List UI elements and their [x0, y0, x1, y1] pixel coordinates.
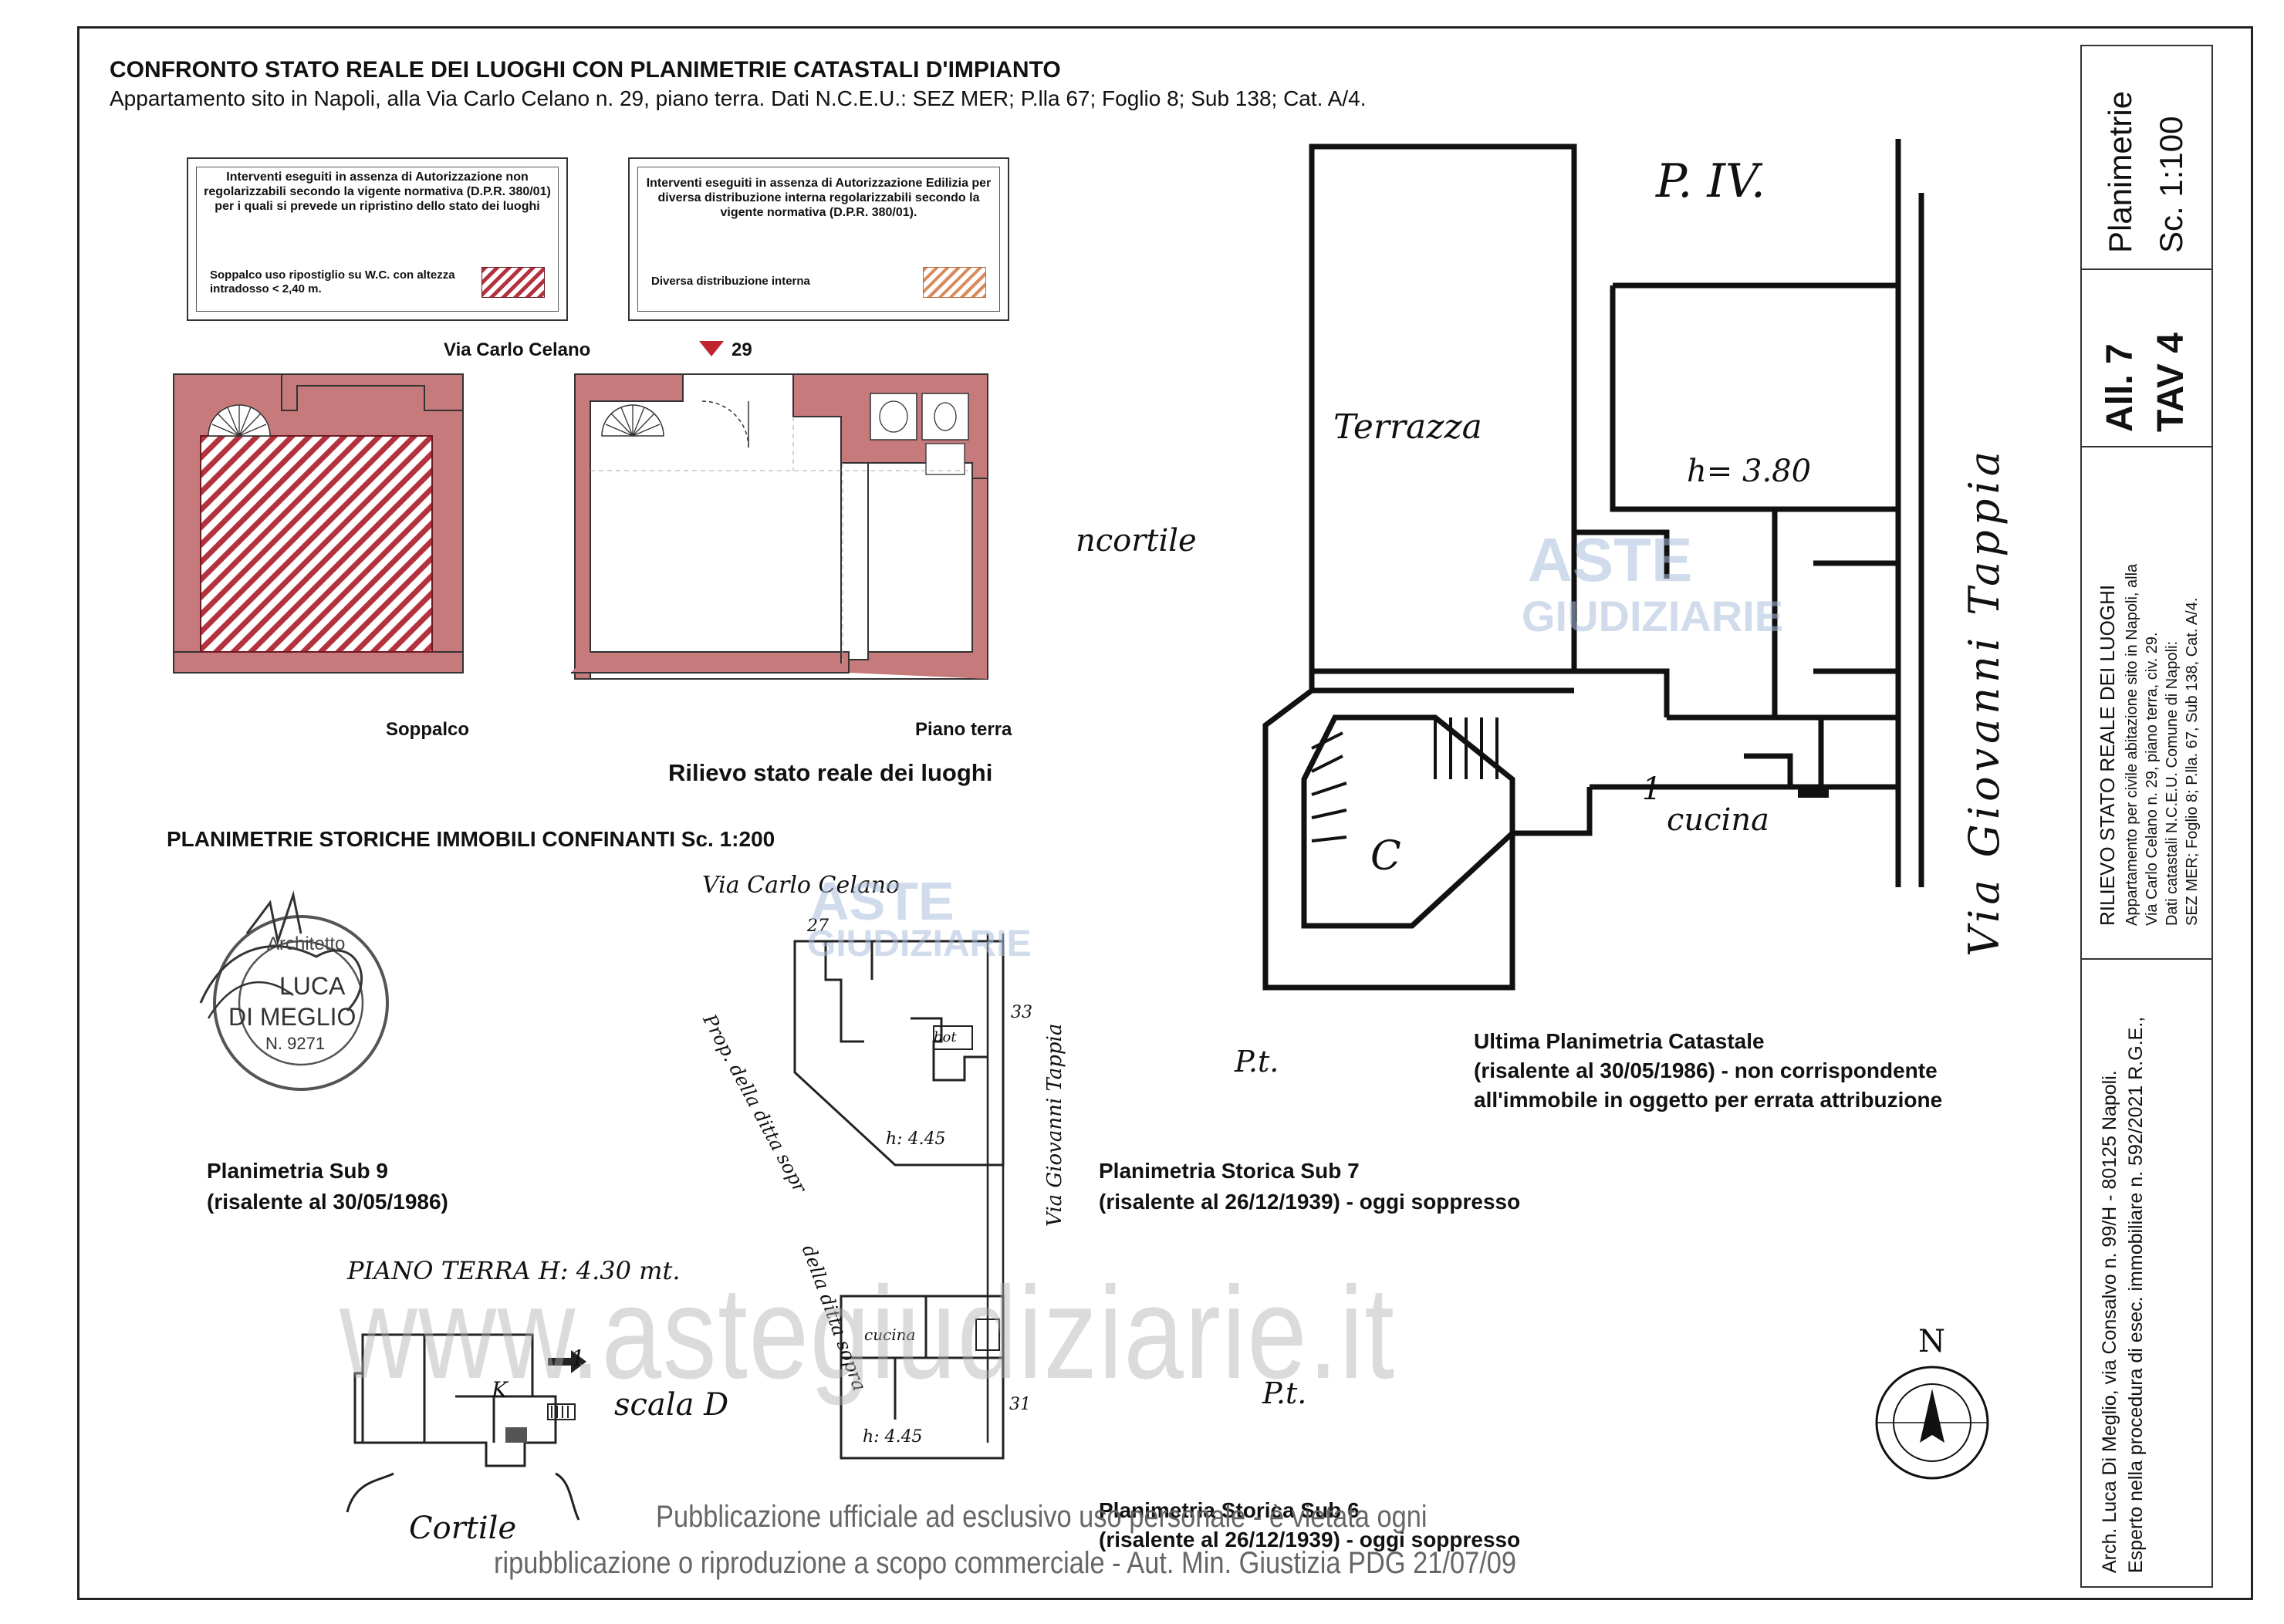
drawing-frame	[77, 26, 2253, 1600]
title-block-architect: Arch. Luca Di Meglio, via Consalvo n. 99…	[2082, 960, 2211, 1586]
title-block-rilievo: RILIEVO STATO REALE DEI LUOGHI Appartame…	[2082, 447, 2211, 960]
sb-rilievo: RILIEVO STATO REALE DEI LUOGHI	[2096, 584, 2119, 926]
north-compass-icon	[1875, 1366, 1989, 1480]
sub7-sub6-plan	[793, 934, 1005, 1460]
wm-aste-1: ASTE	[1528, 525, 1693, 594]
stamp-number: N. 9271	[265, 1034, 326, 1053]
cat-h380: h= 3.80	[1687, 454, 1812, 489]
cat-title-1: Ultima Planimetria Catastale	[1474, 1029, 1765, 1053]
civic-number: 29	[731, 339, 752, 360]
cat-title-2: (risalente al 30/05/1986) - non corrispo…	[1474, 1058, 1938, 1082]
legend-text-regularizable: Interventi eseguiti in assenza di Autori…	[646, 177, 992, 219]
sub9-date: (risalente al 30/05/1986)	[207, 1190, 448, 1214]
cat-title-3: all'immobile in oggetto per errata attri…	[1474, 1088, 1943, 1112]
survey-plans	[173, 373, 988, 680]
sb-planimetrie: Planimetrie	[2102, 90, 2138, 253]
cat-c: C	[1370, 833, 1401, 880]
hand-pt-1: P.t.	[1235, 1045, 1279, 1079]
sb-all: All. 7	[2100, 343, 2140, 432]
sb-rl4: SEZ MER; Foglio 8; P.lla. 67, Sub 138, C…	[2184, 597, 2201, 926]
architect-stamp	[199, 890, 389, 1091]
soppalco-label: Soppalco	[386, 719, 470, 740]
historic-section-title: PLANIMETRIE STORICHE IMMOBILI CONFINANTI…	[167, 827, 775, 851]
sub6-date: (risalente al 26/12/1939) - oggi soppres…	[1099, 1528, 1521, 1551]
cat-piv: P. IV.	[1656, 154, 1765, 208]
sb-arch2: Esperto nella procedura di esec. immobil…	[2125, 1016, 2147, 1573]
hand-h445-a: h: 4.45	[886, 1129, 946, 1149]
sub9-piano-terra: PIANO TERRA H: 4.30 mt.	[347, 1256, 681, 1285]
cat-cucina: cucina	[1667, 802, 1769, 838]
hand-31: 31	[1009, 1395, 1031, 1414]
hand-h445-b: h: 4.45	[863, 1427, 923, 1447]
legend-box-unregularizable: Interventi eseguiti in assenza di Autori…	[187, 157, 568, 321]
sb-scale: Sc. 1:100	[2153, 116, 2189, 253]
legend-box-regularizable: Interventi eseguiti in assenza di Autori…	[628, 157, 1009, 321]
wm-notice-2: ripubblicazione o riproduzione a scopo c…	[494, 1546, 1517, 1580]
wm-notice-1: Pubblicazione ufficiale ad esclusivo uso…	[656, 1500, 1428, 1534]
hand-pt-2: P.t.	[1262, 1376, 1307, 1410]
wm-website: www.astegiudiziarie.it	[340, 1260, 1396, 1406]
title-block: Planimetrie Sc. 1:100 All. 7 TAV 4 RILIE…	[2080, 45, 2213, 1588]
wm-giudiziarie-2: GIUDIZIARIE	[807, 923, 1032, 964]
sub6-title: Planimetria Storica Sub 6	[1099, 1498, 1360, 1522]
piano-terra-plan	[571, 373, 988, 680]
wm-aste-2: ASTE	[810, 871, 954, 931]
sb-rl2: Via Carlo Celano n. 29, piano terra, civ…	[2144, 632, 2161, 926]
sub7-title: Planimetria Storica Sub 7	[1099, 1159, 1360, 1183]
catastale-plan	[1262, 139, 1924, 991]
survey-caption: Rilievo stato reale dei luoghi	[668, 759, 993, 786]
entrance-marker-icon	[699, 341, 724, 356]
cat-one: 1	[1642, 771, 1662, 807]
legend-item-soppalco: Soppalco uso ripostiglio su W.C. con alt…	[210, 268, 455, 295]
sb-rl1: Appartamento per civile abitazione sito …	[2124, 563, 2140, 926]
cat-via-gt: Via Giovanni Tappia	[1960, 447, 2009, 957]
hand-cucina-small: cucina	[864, 1325, 916, 1344]
sub9-title: Planimetria Sub 9	[207, 1159, 388, 1183]
sb-tav: TAV 4	[2151, 333, 2191, 432]
cat-cortile: ncortile	[1076, 523, 1197, 559]
sub9-k: K	[492, 1377, 508, 1403]
legend-swatch-red	[481, 267, 545, 298]
hand-27: 27	[807, 917, 829, 936]
compass-n-label: N	[1918, 1324, 1945, 1359]
soppalco-plan	[173, 373, 464, 674]
cat-terrazza: Terrazza	[1333, 407, 1482, 447]
sub9-plan	[346, 1333, 586, 1521]
hand-via-gt-small: Via Giovanni Tappia	[1043, 1023, 1066, 1227]
sub7-date: (risalente al 26/12/1939) - oggi soppres…	[1099, 1190, 1521, 1214]
legend-text-unregularizable: Interventi eseguiti in assenza di Autori…	[204, 171, 551, 213]
sub9-one: 1	[571, 1345, 585, 1371]
stamp-architetto: Architetto	[267, 934, 346, 954]
stamp-name2: DI MEGLIO	[228, 1003, 356, 1031]
hand-via-carlo-celano: Via Carlo Celano	[702, 872, 900, 899]
hand-bot: bot	[934, 1029, 957, 1045]
sub9-cortile: Cortile	[409, 1511, 517, 1546]
wm-giudiziarie-1: GIUDIZIARIE	[1522, 592, 1784, 640]
page-subtitle: Appartamento sito in Napoli, alla Via Ca…	[110, 86, 1367, 110]
stamp-name1: LUCA	[279, 972, 346, 1000]
legend-item-distribuzione: Diversa distribuzione interna	[651, 275, 810, 288]
sb-rl3: Dati catastali N.C.E.U. Comune di Napoli…	[2164, 640, 2181, 926]
hand-33: 33	[1011, 1003, 1032, 1022]
title-block-planimetrie: Planimetrie Sc. 1:100	[2082, 46, 2211, 270]
street-label: Via Carlo Celano	[444, 339, 591, 360]
page-title: CONFRONTO STATO REALE DEI LUOGHI CON PLA…	[110, 57, 1061, 83]
title-block-tav: All. 7 TAV 4	[2082, 270, 2211, 447]
piano-terra-label: Piano terra	[915, 719, 1012, 740]
legend-swatch-orange	[923, 267, 986, 298]
sb-arch1: Arch. Luca Di Meglio, via Consalvo n. 99…	[2099, 1070, 2120, 1573]
sub9-scala: scala D	[614, 1387, 729, 1423]
